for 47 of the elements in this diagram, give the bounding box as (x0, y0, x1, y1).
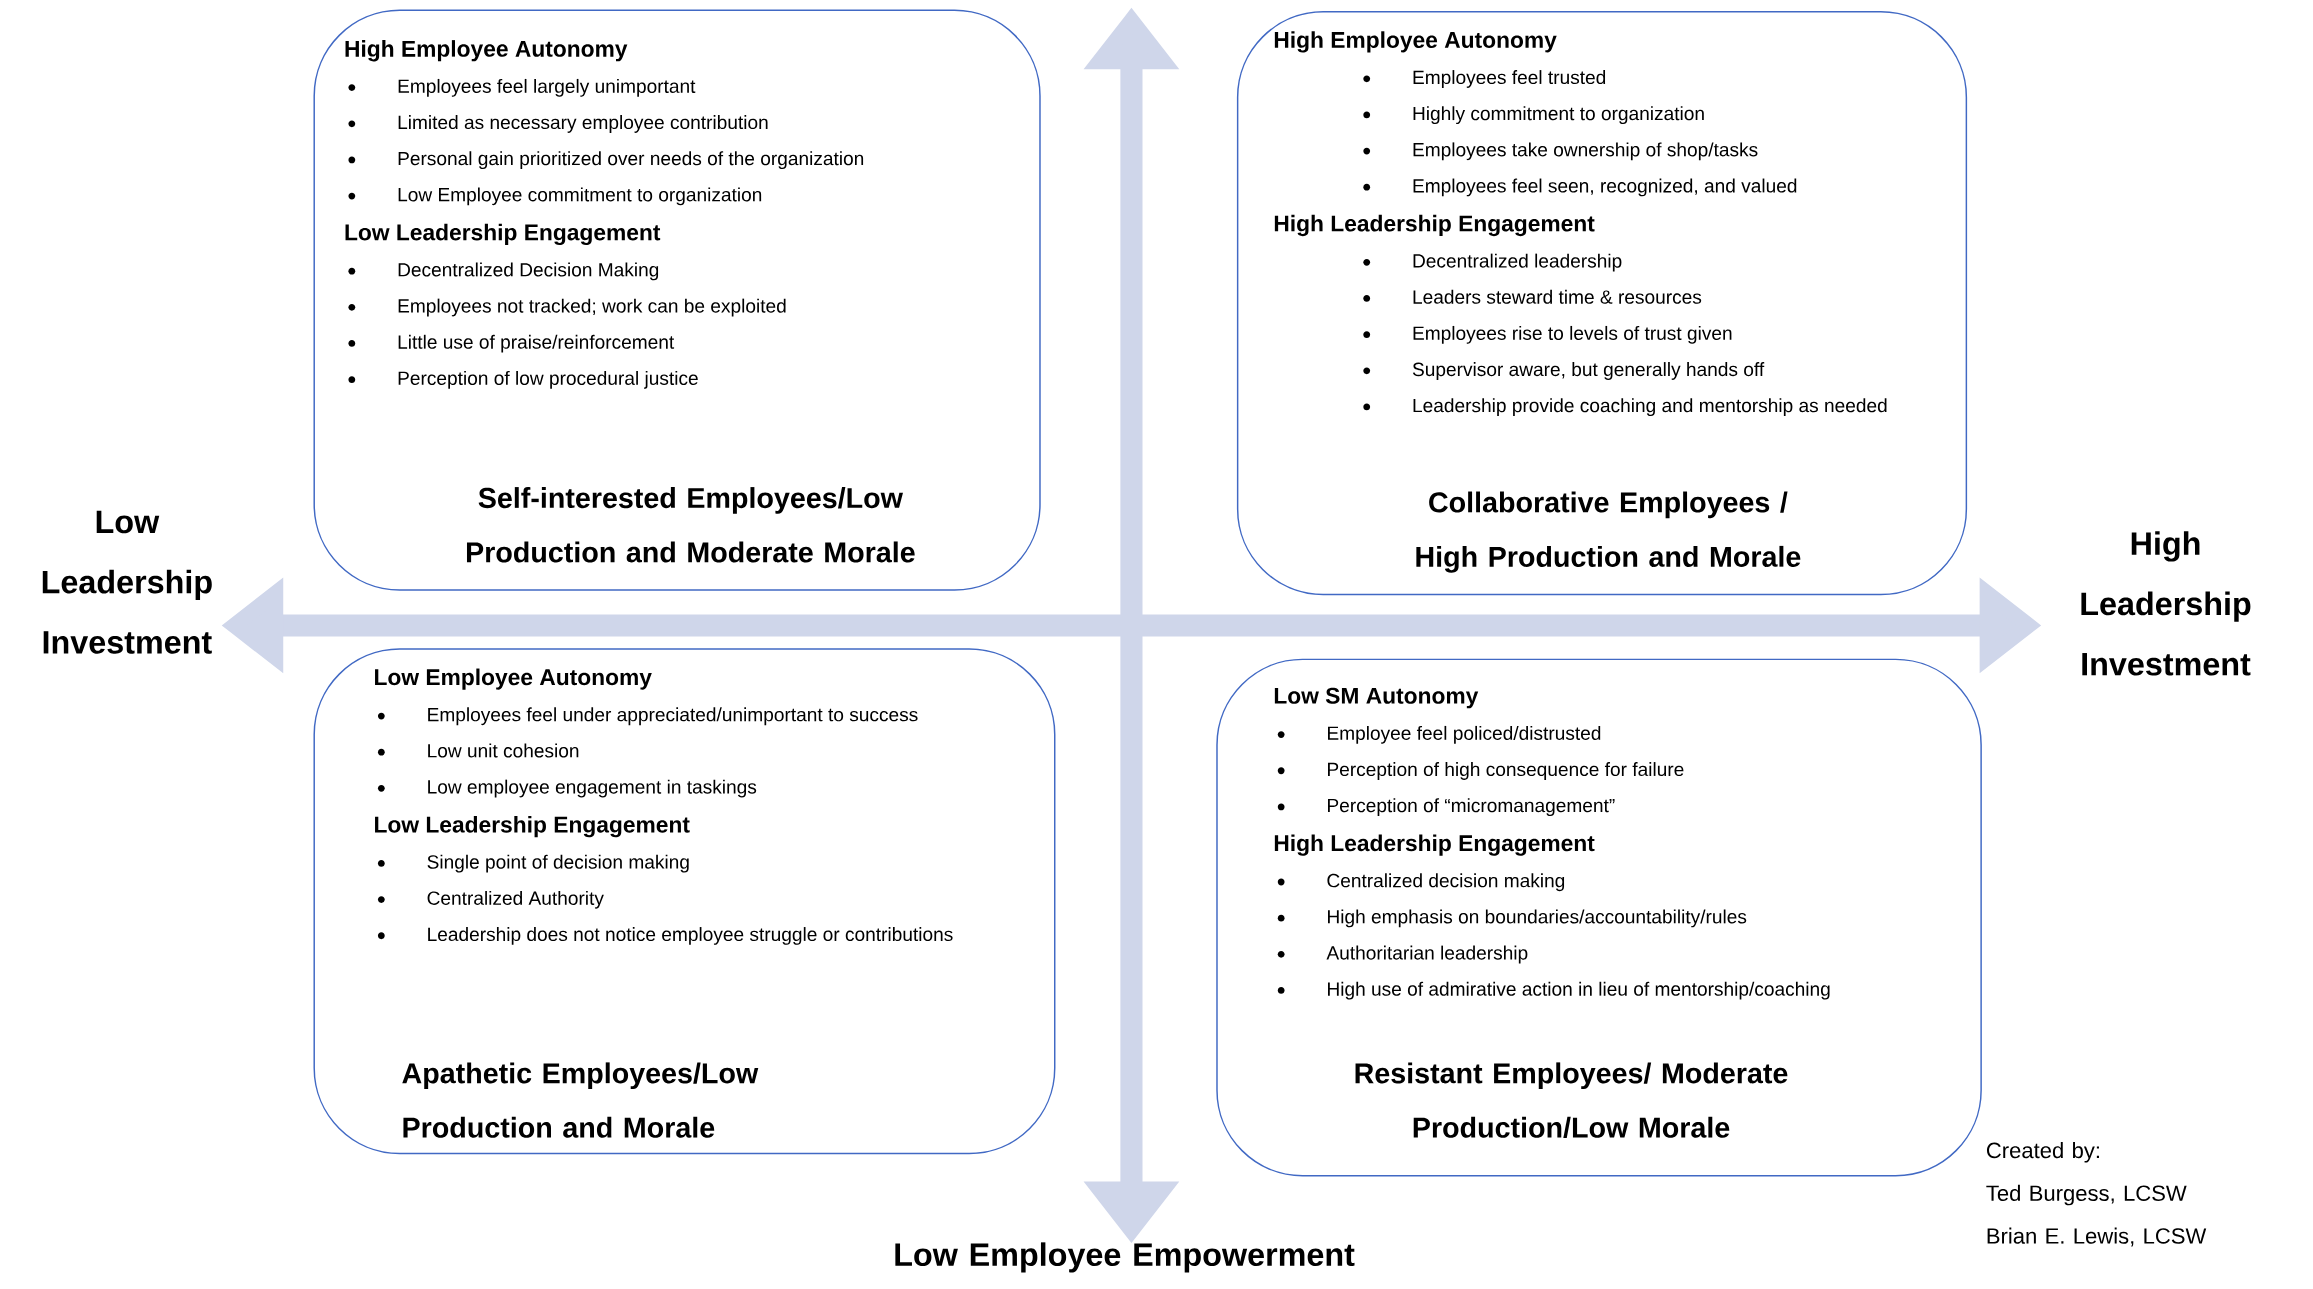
bullet-item: Supervisor aware, but generally hands off (1363, 361, 1765, 380)
heading: High Employee Autonomy (345, 40, 628, 62)
bullet-item: Employees take ownership of shop/tasks (1363, 142, 1758, 161)
bullet-item: High use of admirative action in lieu of mentorship/coaching (1277, 981, 1830, 1000)
heading: High Leadership Engagement (1274, 834, 1595, 856)
heading: Low Employee Autonomy (375, 668, 652, 690)
bullet-item: Single point of decision making (377, 854, 689, 873)
bullet-item: Employees rise to levels of trust given (1363, 325, 1732, 344)
axis-label: Low Leadership Investment (42, 510, 212, 654)
bullet-item: Employees feel largely unimportant (348, 78, 696, 97)
quadrant-title: Resistant Employees/ Moderate Production/Low Morale (1355, 1062, 1788, 1138)
bullet-item: Highly commitment to organization (1363, 106, 1704, 124)
quadrant-title: Collaborative Employees / High Production and Morale (1416, 491, 1801, 573)
bullet-item: Employees feel trusted (1363, 69, 1606, 88)
bullet-item: Perception of “micromanagement” (1277, 798, 1615, 816)
credit-text: Brian E. Lewis, LCSW (1987, 1227, 2207, 1247)
bullet-item: Low employee engagement in taskings (377, 779, 757, 798)
bullet-item: Employees not tracked; work can be exploited (348, 298, 786, 317)
bullet-item: Authoritarian leadership (1277, 945, 1528, 964)
bullet-item: Limited as necessary employee contribution (348, 114, 768, 133)
bullet-item: High emphasis on boundaries/accountability/rules (1277, 909, 1747, 928)
bullet-item: Perception of low procedural justice (348, 370, 698, 389)
bullet-item: Leadership provide coaching and mentorship as needed (1363, 398, 1887, 416)
bullet-item: Centralized Authority (377, 890, 604, 909)
bullet-item: Centralized decision making (1277, 873, 1565, 891)
heading: High Employee Autonomy (1274, 31, 1557, 53)
quadrant-title: Apathetic Employees/Low Production and Morale (402, 1062, 759, 1138)
bullet-item: Personal gain prioritized over needs of the organization (348, 151, 864, 169)
axis-label: Low Employee Empowerment (895, 1242, 1355, 1273)
bullet-item: Little use of praise/reinforcement (348, 334, 675, 353)
heading: Low Leadership Engagement (375, 815, 690, 838)
bullet-item: Employees feel seen, recognized, and valued (1363, 178, 1797, 197)
bullet-item: Employee feel policed/distrusted (1277, 725, 1601, 744)
bullet-item: Employees feel under appreciated/unimportant to success (377, 707, 918, 726)
bullet-item: Leaders steward time & resources (1363, 289, 1702, 304)
bullet-item: Leadership does not notice employee struggle or contributions (377, 926, 953, 945)
heading: Low SM Autonomy (1274, 687, 1479, 709)
heading: High Leadership Engagement (1274, 214, 1595, 237)
bullet-item: Low unit cohesion (377, 743, 579, 758)
bullet-item: Low Employee commitment to organization (348, 187, 762, 206)
bullet-item: Perception of high consequence for failure (1277, 761, 1684, 780)
quadrant-title: Self-interested Employees/Low Production and Moderate Morale (467, 486, 915, 563)
axis-label: High Leadership Investment (2081, 531, 2251, 676)
bullet-item: Decentralized leadership (1363, 253, 1622, 272)
bullet-item: Decentralized Decision Making (348, 262, 659, 281)
heading: Low Leadership Engagement (345, 223, 661, 245)
credit-text: Ted Burgess, LCSW (1986, 1184, 2187, 1206)
